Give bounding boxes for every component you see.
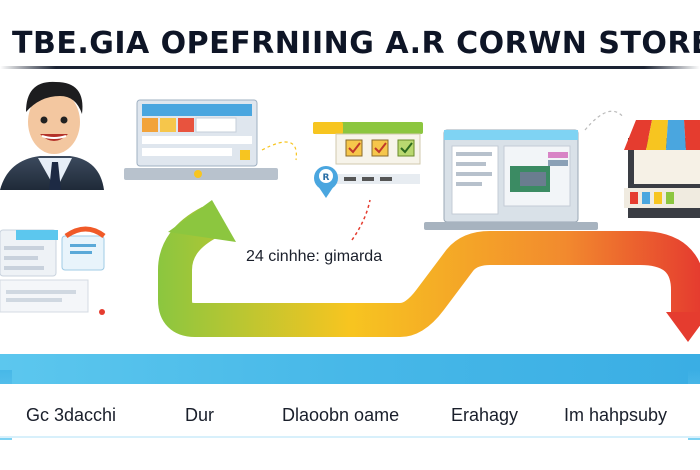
connector-line [584, 110, 625, 131]
step-label: Dlaoobn oame [282, 405, 400, 425]
step-label: Dur [185, 405, 215, 425]
timeline-band [0, 354, 700, 384]
step-label: Im hahpsuby [564, 405, 668, 425]
steps-strip [0, 384, 700, 438]
map-pin-icon: R [314, 166, 371, 241]
businessman-avatar [0, 81, 104, 190]
laptop-shop-icon [124, 99, 278, 180]
diagram-title: TBE.GIA OPEFRNIING A.R CORWN STORE [12, 26, 700, 61]
document-icon [0, 226, 106, 315]
storefront-icon [624, 120, 700, 218]
computer-monitor-icon [424, 129, 598, 230]
step-label: Gc 3dacchi [26, 405, 117, 425]
arrow-end-head [666, 312, 700, 342]
checklist-icon [313, 122, 423, 184]
title-divider [0, 66, 700, 69]
connector-line [261, 141, 297, 161]
flow-label: 24 cinhhe: gimarda [246, 248, 383, 265]
flow-arrow [158, 200, 700, 342]
svg-text:R: R [323, 173, 330, 183]
step-label: Erahagy [451, 405, 519, 425]
arrow-start-head [168, 200, 236, 242]
